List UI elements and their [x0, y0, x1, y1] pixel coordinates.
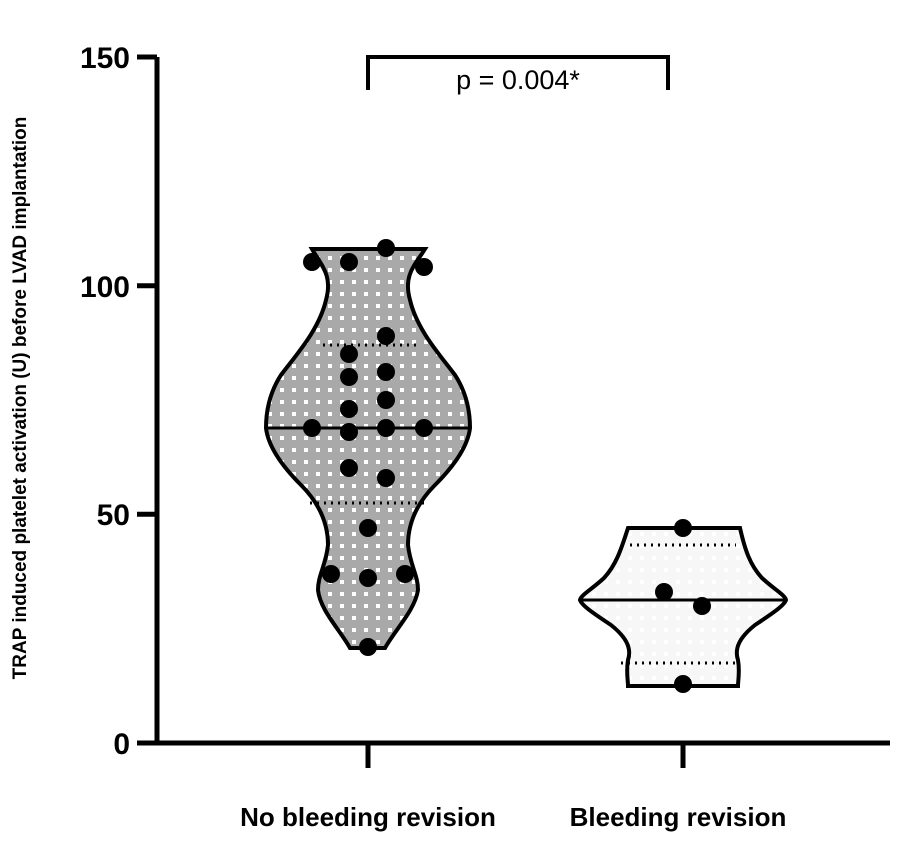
- data-point: [396, 565, 414, 583]
- data-point: [655, 583, 673, 601]
- p-value-annotation: p = 0.004*: [456, 65, 580, 95]
- x-category-label-bleeding: Bleeding revision: [570, 802, 787, 832]
- violin-bleeding-revision: [577, 519, 789, 693]
- y-axis-title: TRAP induced platelet activation (U) bef…: [10, 117, 31, 680]
- data-point: [340, 368, 358, 386]
- data-point: [340, 423, 358, 441]
- data-point: [377, 391, 395, 409]
- data-point: [359, 638, 377, 656]
- data-point: [340, 400, 358, 418]
- data-point: [415, 258, 433, 276]
- y-tick-label-100: 100: [80, 271, 130, 304]
- data-point: [340, 253, 358, 271]
- y-tick-label-150: 150: [80, 42, 130, 75]
- data-point: [377, 419, 395, 437]
- data-point: [415, 419, 433, 437]
- significance-bracket: p = 0.004*: [366, 55, 670, 95]
- data-point: [377, 327, 395, 345]
- y-tick-label-50: 50: [97, 499, 130, 532]
- violin-body-no-bleeding: [263, 247, 473, 650]
- y-ticks: 0 50 100 150: [80, 42, 157, 761]
- data-point: [303, 253, 321, 271]
- violin-body-bleeding: [577, 526, 789, 688]
- data-point: [359, 519, 377, 537]
- y-tick-label-0: 0: [113, 728, 130, 761]
- data-point: [377, 363, 395, 381]
- data-point: [674, 675, 692, 693]
- points-no-bleeding: [303, 239, 433, 656]
- data-point: [377, 239, 395, 257]
- x-ticks: No bleeding revision Bleeding revision: [240, 743, 786, 832]
- data-point: [322, 565, 340, 583]
- points-bleeding: [655, 519, 711, 693]
- data-point: [340, 345, 358, 363]
- data-point: [359, 569, 377, 587]
- data-point: [693, 597, 711, 615]
- data-point: [674, 519, 692, 537]
- data-point: [340, 459, 358, 477]
- data-point: [377, 469, 395, 487]
- bracket-line: [366, 55, 670, 90]
- data-point: [303, 419, 321, 437]
- violin-no-bleeding-revision: [263, 239, 473, 656]
- x-category-label-no-bleeding: No bleeding revision: [240, 802, 496, 832]
